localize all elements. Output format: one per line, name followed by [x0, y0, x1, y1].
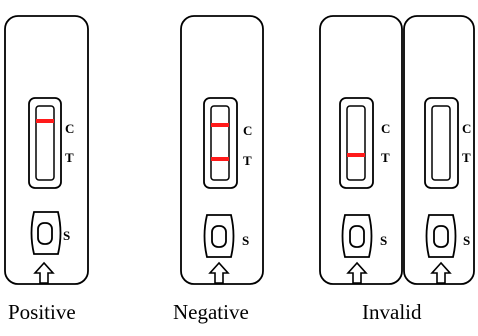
up-arrow-icon [430, 261, 452, 284]
up-arrow-icon [208, 261, 230, 284]
cassette-body [403, 15, 475, 285]
sample-well-frame [203, 214, 235, 258]
result-window-frame [339, 97, 374, 189]
sample-marker: S [380, 233, 387, 248]
test-band [211, 157, 229, 161]
result-window-frame [424, 97, 459, 189]
cassette-invalid-2: C T S [403, 15, 475, 285]
sample-well [349, 225, 365, 248]
cassette-invalid-1: C T S [319, 15, 403, 285]
test-marker: T [462, 150, 471, 165]
test-marker: T [65, 150, 74, 165]
result-window [431, 105, 451, 181]
control-marker: C [462, 121, 471, 136]
control-marker: C [65, 121, 74, 136]
result-window-frame [28, 97, 62, 189]
control-marker: C [243, 123, 252, 138]
up-arrow-icon [33, 261, 55, 284]
sample-marker: S [242, 233, 249, 248]
cassette-body [319, 15, 403, 285]
caption-negative: Negative [173, 300, 249, 324]
cassette-negative: C T S [180, 15, 264, 285]
caption-positive: Positive [8, 300, 76, 324]
sample-marker: S [63, 228, 70, 243]
result-window [35, 105, 55, 181]
cassette-body [180, 15, 264, 285]
control-marker: C [381, 121, 390, 136]
sample-well [211, 225, 227, 248]
up-arrow-icon [346, 261, 368, 284]
result-window [346, 105, 366, 181]
test-band [347, 153, 365, 157]
cassette-body [4, 15, 89, 285]
cassette-positive: C T S [4, 15, 89, 285]
result-window [210, 105, 230, 181]
control-band [36, 119, 54, 123]
sample-well [433, 225, 449, 248]
sample-well-frame [425, 214, 457, 258]
sample-marker: S [463, 233, 470, 248]
sample-well-frame [30, 211, 62, 255]
sample-well-frame [341, 214, 373, 258]
sample-well [37, 222, 53, 245]
test-marker: T [243, 153, 252, 168]
caption-invalid: Invalid [362, 300, 422, 324]
control-band [211, 123, 229, 127]
test-marker: T [381, 150, 390, 165]
result-window-frame [203, 97, 238, 189]
